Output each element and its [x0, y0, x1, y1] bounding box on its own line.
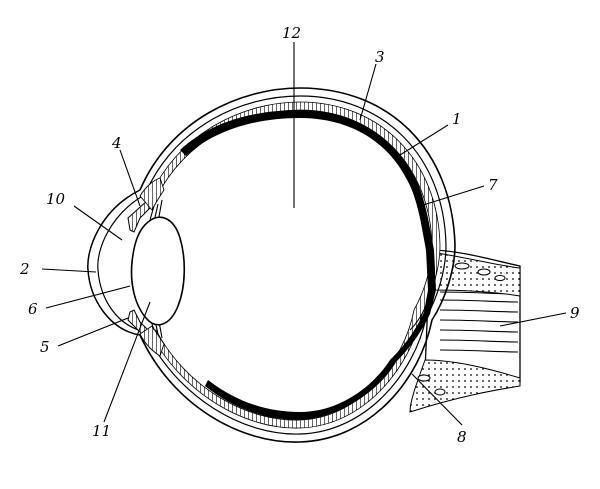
ciliary-body: [139, 177, 165, 357]
label-3: 3: [375, 48, 385, 66]
optic-nerve-sheath-top: [429, 251, 521, 297]
label-1: 1: [452, 110, 462, 128]
leader-5: [57, 317, 129, 347]
leader-2: [41, 268, 97, 273]
optic-disc: [409, 299, 429, 331]
leader-1: [399, 124, 449, 156]
leader-6: [45, 285, 131, 309]
label-10: 10: [46, 190, 66, 208]
vitreous-body: [150, 122, 420, 408]
leader-8: [411, 373, 463, 426]
label-8: 8: [457, 428, 467, 446]
label-12: 12: [282, 24, 301, 42]
leader-7: [419, 185, 485, 207]
leader-4: [119, 149, 141, 207]
optic-nerve-sheath-bottom: [409, 359, 521, 413]
leader-10: [73, 205, 123, 241]
label-9: 9: [570, 304, 580, 322]
leader-11: [103, 301, 151, 423]
sclera: [139, 87, 456, 443]
label-11: 11: [92, 422, 111, 440]
retina: [180, 110, 436, 420]
label-7: 7: [488, 176, 498, 194]
label-4: 4: [111, 134, 122, 152]
label-2: 2: [19, 260, 30, 278]
leader-3: [359, 63, 377, 121]
lens: [130, 216, 186, 326]
label-5: 5: [40, 338, 50, 356]
anterior-chamber: [112, 211, 136, 318]
label-6: 6: [28, 300, 38, 318]
leader-9: [499, 312, 567, 327]
callout-labels: 1 2 3 4 5 6 7 8 9 10 11 12: [19, 24, 580, 446]
leader-lines: [41, 42, 567, 426]
